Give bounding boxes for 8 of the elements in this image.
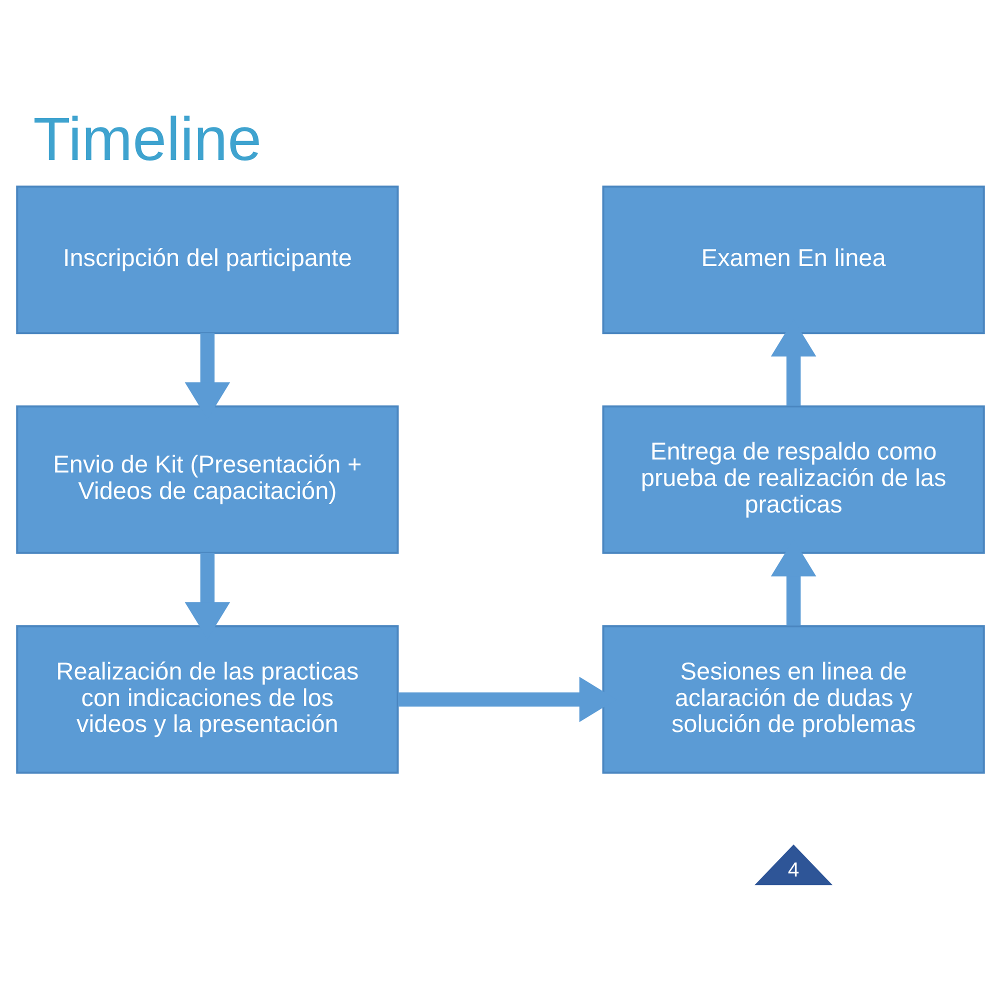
- node-box: Sesiones en linea de aclaración de dudas y solución de problemas: [602, 625, 984, 774]
- node-box: Entrega de respaldo como prueba de realización de las practicas: [602, 405, 984, 554]
- node-box: Envio de Kit (Presentación + Videos de capacitación): [16, 405, 398, 554]
- label: 4: [787, 860, 799, 882]
- node-box: Inscripción del participante: [16, 186, 398, 334]
- diagram-title: Timeline: [32, 105, 262, 174]
- node-box: Examen En linea: [602, 186, 984, 334]
- node-box: Realización de las practicas con indicaciones de los videos y la presentación: [16, 625, 398, 774]
